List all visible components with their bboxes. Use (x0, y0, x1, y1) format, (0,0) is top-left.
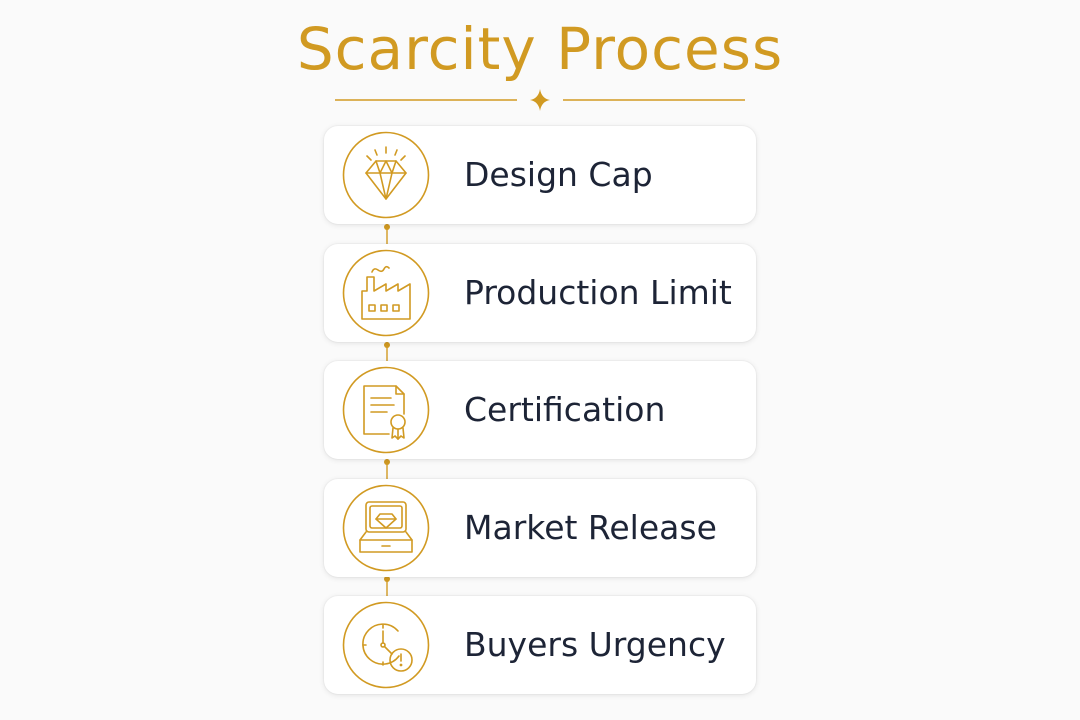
certificate-icon (342, 366, 430, 454)
jewelry-box-icon (342, 484, 430, 572)
title-divider (335, 89, 745, 111)
step-design-cap: Design Cap (324, 126, 756, 224)
sparkle-icon (530, 89, 550, 111)
diamond-icon (342, 131, 430, 219)
step-certification: Certification (324, 361, 756, 459)
step-label: Certification (464, 390, 666, 429)
factory-icon (342, 249, 430, 337)
step-label: Design Cap (464, 155, 653, 194)
step-market-release: Market Release (324, 479, 756, 577)
step-production-limit: Production Limit (324, 244, 756, 342)
clock-alert-icon (342, 601, 430, 689)
step-label: Buyers Urgency (464, 625, 726, 664)
step-label: Production Limit (464, 273, 732, 312)
page-title: Scarcity Process (296, 15, 784, 83)
step-label: Market Release (464, 508, 717, 547)
step-buyers-urgency: Buyers Urgency (324, 596, 756, 694)
